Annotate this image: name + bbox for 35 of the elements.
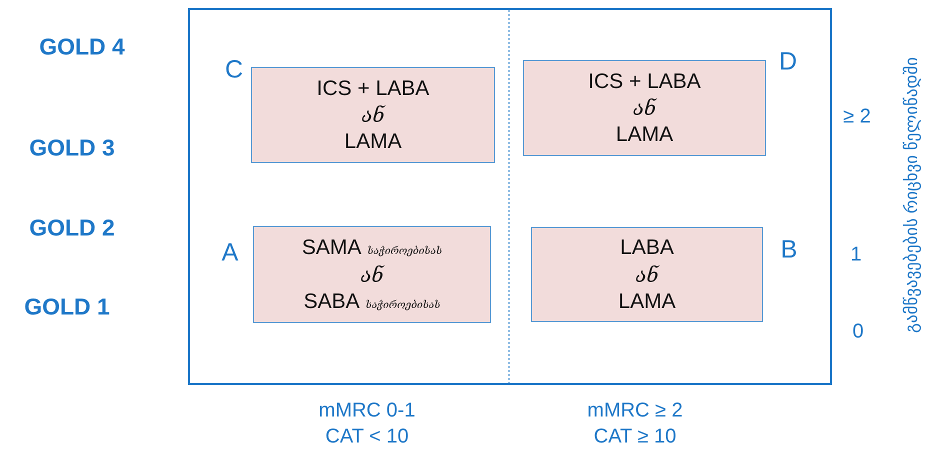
tick-label: ≥ 2	[843, 106, 871, 128]
drug-text: ICS + LABA	[588, 68, 701, 95]
drug-text: LAMA	[618, 288, 676, 314]
drug-text: SABA	[304, 288, 360, 314]
drug-text: SAMA	[302, 235, 362, 262]
treatment-box	[251, 67, 495, 163]
group-letter: B	[780, 236, 798, 264]
treatment-box	[523, 60, 766, 156]
conjunction-text: ან	[362, 102, 384, 128]
axis-label: mMRC 0-1	[318, 400, 416, 422]
group-letter: D	[778, 48, 798, 76]
axis-title: გამწვავებების რიცხვი წელიწადში	[902, 57, 922, 333]
drug-text: LAMA	[344, 129, 402, 155]
drug-text: LAMA	[616, 122, 674, 148]
drug-text: ICS + LABA	[316, 76, 430, 102]
group-letter: C	[224, 56, 244, 84]
stage-label: GOLD 1	[24, 294, 110, 320]
note-text: საჭიროებისას	[366, 298, 440, 312]
note-text: საჭიროებისას	[367, 245, 442, 258]
conjunction-text: ან	[636, 262, 658, 288]
drug-text: LABA	[620, 235, 674, 262]
stage-label: GOLD 3	[29, 134, 115, 162]
stage-label: GOLD 4	[39, 34, 125, 60]
tick-label: 0	[852, 320, 864, 344]
conjunction-text: ან	[360, 262, 384, 288]
tick-label: 1	[850, 244, 862, 266]
treatment-box	[253, 226, 491, 323]
axis-label: CAT ≥ 10	[594, 426, 676, 448]
axis-label: CAT < 10	[325, 426, 409, 448]
treatment-box	[531, 227, 763, 322]
conjunction-text: ან	[633, 95, 656, 121]
group-letter: A	[222, 238, 238, 268]
stage-label: GOLD 2	[29, 214, 115, 242]
quadrant-frame	[188, 8, 832, 385]
axis-label: mMRC ≥ 2	[587, 400, 683, 422]
